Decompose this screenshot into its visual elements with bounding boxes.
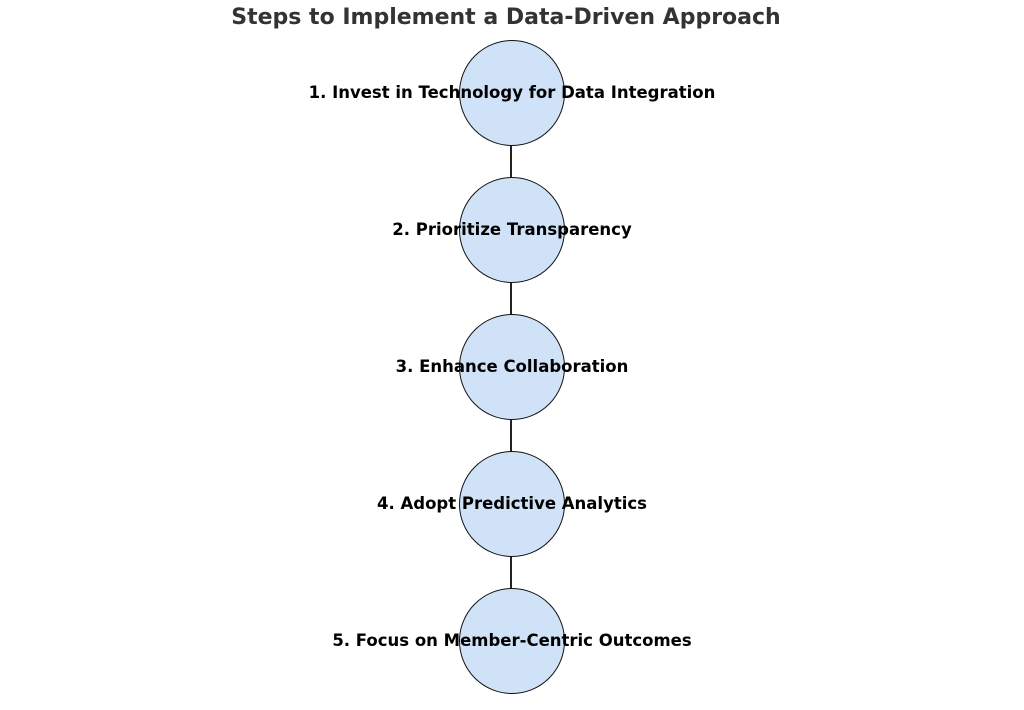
step-label-4: 4. Adopt Predictive Analytics [377, 494, 647, 513]
step-circle-2 [459, 177, 565, 283]
step-circle-1 [459, 40, 565, 146]
connector-step3-step4 [510, 419, 512, 452]
step-circle-5 [459, 588, 565, 694]
connector-step4-step5 [510, 556, 512, 589]
step-circle-4 [459, 451, 565, 557]
step-circle-3 [459, 314, 565, 420]
connector-step2-step3 [510, 282, 512, 315]
step-label-2: 2. Prioritize Transparency [392, 220, 632, 239]
step-label-1: 1. Invest in Technology for Data Integra… [308, 83, 716, 102]
step-label-5: 5. Focus on Member-Centric Outcomes [332, 631, 692, 650]
connector-step1-step2 [510, 145, 512, 178]
page-title: Steps to Implement a Data-Driven Approac… [231, 5, 781, 30]
step-label-3: 3. Enhance Collaboration [395, 357, 629, 376]
